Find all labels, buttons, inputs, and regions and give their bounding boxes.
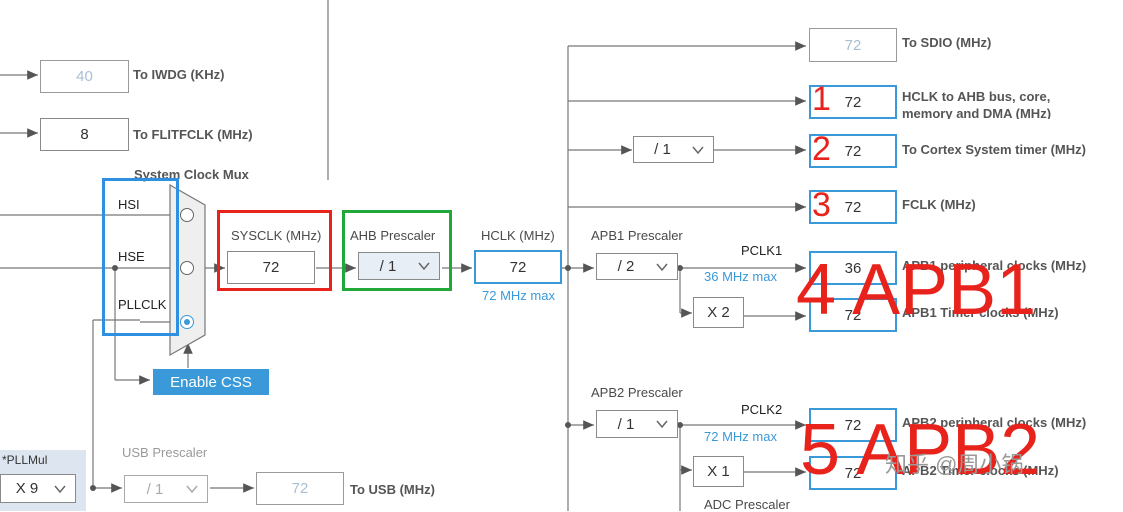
radio-hse[interactable] <box>180 261 194 275</box>
apb1-timer-value: 72 <box>809 298 897 332</box>
annotation-mux-box <box>102 178 179 336</box>
apb2-prescaler-select[interactable]: / 1 <box>596 410 678 438</box>
mux-option-hsi: HSI <box>118 197 140 212</box>
pllmul-select[interactable]: X 9 <box>0 474 76 503</box>
radio-pllclk[interactable] <box>180 315 194 329</box>
cortex-timer-label: To Cortex System timer (MHz) <box>902 142 1086 157</box>
apb2-periph-value: 72 <box>809 408 897 442</box>
hclk-ahb-label: HCLK to AHB bus, core, <box>902 89 1051 104</box>
usb-out-value-text: 72 <box>291 480 309 497</box>
sdio-value-text: 72 <box>844 36 862 54</box>
flitf-label: To FLITFCLK (MHz) <box>133 127 253 142</box>
ahb-prescaler-value: / 1 <box>379 257 397 275</box>
adc-prescaler-label: ADC Prescaler <box>704 497 790 512</box>
apb1-timer-label: APB1 Timer clocks (MHz) <box>902 305 1059 320</box>
ahb-label: AHB Prescaler <box>350 228 436 243</box>
apb2-max: 72 MHz max <box>704 429 777 444</box>
fclk-value-text: 72 <box>844 198 862 216</box>
apb2-label: APB2 Prescaler <box>591 385 683 400</box>
fclk-value: 72 <box>809 190 897 224</box>
apb2-timer-value-text: 72 <box>844 464 862 482</box>
apb1-label: APB1 Prescaler <box>591 228 683 243</box>
apb2-prescaler-value: / 1 <box>617 415 635 433</box>
flitf-value-text: 8 <box>80 126 89 143</box>
watermark: 知乎 @周小锅 <box>885 452 1024 477</box>
apb1-prescaler-select[interactable]: / 2 <box>596 253 678 280</box>
annotation-ahb-box <box>342 210 452 291</box>
apb1-timer-mult: X 2 <box>693 297 744 328</box>
hclk-max: 72 MHz max <box>482 288 555 303</box>
apb1-timer-mult-text: X 2 <box>707 304 730 321</box>
annotation-2: 2 <box>812 130 831 168</box>
apb1-prescaler-value: / 2 <box>617 258 635 275</box>
pllmul-value: X 9 <box>15 480 39 497</box>
chevron-down-icon <box>656 420 668 429</box>
flitf-value: 8 <box>40 118 129 151</box>
apb1-periph-label: APB1 peripheral clocks (MHz) <box>902 258 1087 273</box>
apb2-timer-value: 72 <box>809 456 897 490</box>
apb2-periph-label: APB2 peripheral clocks (MHz) <box>902 415 1087 430</box>
apb2-timer-mult: X 1 <box>693 456 744 487</box>
sysclk-value: 72 <box>227 251 315 284</box>
annotation-1: 1 <box>812 80 831 118</box>
annotation-apb1: 4 APB1 <box>796 250 1037 330</box>
radio-hsi[interactable] <box>180 208 194 222</box>
iwdg-label: To IWDG (KHz) <box>133 67 225 82</box>
chevron-down-icon <box>186 485 198 494</box>
mux-option-pllclk: PLLCLK <box>118 297 167 312</box>
cortex-timer-value: 72 <box>809 134 897 168</box>
apb1-periph-value: 36 <box>809 251 897 285</box>
apb1-periph-value-text: 36 <box>844 259 862 277</box>
hclk-label: HCLK (MHz) <box>481 228 555 243</box>
usb-prescaler-select[interactable]: / 1 <box>124 475 208 503</box>
pclk1-label: PCLK1 <box>741 243 783 258</box>
apb2-timer-mult-text: X 1 <box>707 463 730 480</box>
pllmul-label: *PLLMul <box>2 453 48 467</box>
chevron-down-icon <box>692 146 704 154</box>
sdio-value: 72 <box>809 28 897 62</box>
ahb-prescaler-select[interactable]: / 1 <box>358 252 440 280</box>
usb-out-value: 72 <box>256 472 344 505</box>
usb-label: USB Prescaler <box>122 445 208 460</box>
apb2-timer-label: APB2 Timer clocks (MHz) <box>902 463 1059 478</box>
hclk-ahb-label2-clip: memory and DMA (MHz) <box>902 106 1072 119</box>
enable-css-button[interactable]: Enable CSS <box>153 369 269 395</box>
cortex-divider-value: / 1 <box>654 141 671 158</box>
chevron-down-icon <box>418 262 430 271</box>
chevron-down-icon <box>656 263 668 271</box>
usb-out-label: To USB (MHz) <box>350 482 435 497</box>
apb1-timer-value-text: 72 <box>844 306 862 324</box>
chevron-down-icon <box>54 485 66 493</box>
annotation-sysclk-box <box>217 210 332 291</box>
usb-prescaler-value: / 1 <box>146 480 164 498</box>
sysclk-label: SYSCLK (MHz) <box>231 228 322 243</box>
cortex-timer-value-text: 72 <box>844 142 862 160</box>
apb2-periph-value-text: 72 <box>844 416 862 434</box>
hclk-ahb-label2: memory and DMA (MHz) <box>902 106 1052 119</box>
hclk-value-text: 72 <box>509 258 527 276</box>
sdio-label: To SDIO (MHz) <box>902 35 992 50</box>
sysclk-value-text: 72 <box>262 259 280 276</box>
hclk-ahb-value: 72 <box>809 85 897 119</box>
hclk-value: 72 <box>474 250 562 284</box>
mux-option-hse: HSE <box>118 249 145 264</box>
fclk-label: FCLK (MHz) <box>902 197 976 212</box>
iwdg-value: 40 <box>40 60 129 93</box>
hclk-ahb-value-text: 72 <box>844 93 862 111</box>
annotation-3: 3 <box>812 186 831 224</box>
apb1-max: 36 MHz max <box>704 269 777 284</box>
iwdg-value-text: 40 <box>76 68 93 85</box>
pclk2-label: PCLK2 <box>741 402 783 417</box>
cortex-divider-select[interactable]: / 1 <box>633 136 714 163</box>
annotation-apb2: 5 APB2 <box>800 410 1041 490</box>
